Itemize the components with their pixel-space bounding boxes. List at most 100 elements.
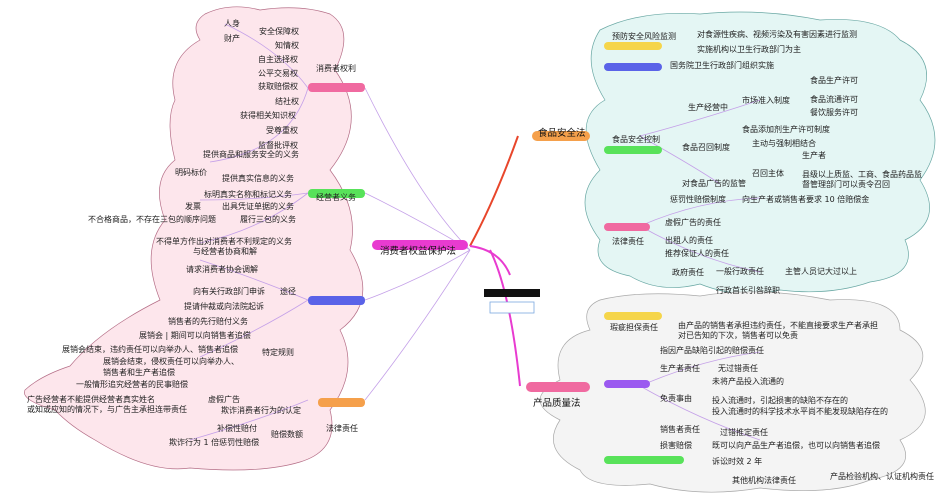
legal-general-admin: 一般行政责任	[716, 267, 764, 276]
pl-no-fault: 无过错责任	[718, 364, 758, 373]
recall-combined: 主动与强制相结合	[752, 139, 816, 148]
duty-unqualified: 不合格商品，不存在三包的顺序问题	[88, 215, 216, 224]
recall-subject: 召回主体	[752, 169, 784, 178]
guarantee-text: 由产品的销售者承担违约责任，不能直接要求生产者承担对已告知的下次，销售者可以免责	[678, 321, 878, 340]
rule-tort-continued: 销售者和生产者追偿	[103, 368, 175, 377]
legal-major-demerit: 主管人员记大过以上	[785, 267, 857, 276]
right-fair: 公平交易权	[258, 69, 298, 78]
pl-defect: 指因产品缺陷引起的赔偿责任	[660, 346, 764, 355]
duty-no-unfair-terms: 不得单方作出对消费者不利规定的义务	[156, 237, 292, 246]
dispute-mediate: 请求消费者协会调解	[186, 265, 258, 274]
pill-control[interactable]	[604, 146, 662, 154]
pill-root-left[interactable]	[372, 240, 468, 250]
pl-damages: 损害赔偿	[660, 441, 692, 450]
duty-three-guarantees: 履行三包的义务	[240, 215, 296, 224]
right-know: 知情权	[275, 41, 299, 50]
right-safety: 安全保障权	[259, 27, 299, 36]
pill-risk[interactable]	[604, 42, 662, 50]
pl-recourse: 既可以向产品生产者追偿，也可以向销售者追偿	[712, 441, 880, 450]
pill-guarantee[interactable]	[604, 312, 662, 320]
pill-root-right-top[interactable]	[532, 131, 590, 141]
right-supervise: 监督批评权	[258, 141, 298, 150]
rights-label: 消费者权利	[316, 64, 356, 73]
duty-price: 明码标价	[175, 168, 207, 177]
right-bottom-cloud-region	[539, 291, 926, 493]
right-top-cloud-region	[584, 11, 936, 295]
right-choice: 自主选择权	[258, 55, 298, 64]
rule-seller-first: 销售者的先行赔付义务	[168, 317, 248, 326]
risk-agency: 实施机构以卫生行政部门为主	[697, 45, 801, 54]
rule-fair-during: 展销会 | 期间可以向销售者追偿	[139, 331, 251, 340]
guarantee-label: 瑕疵担保责任	[610, 323, 658, 332]
duty-name: 标明真实名称和标记义务	[204, 190, 292, 199]
control-label: 食品安全控制	[612, 135, 660, 144]
pill-legal-right[interactable]	[604, 223, 650, 231]
legal-government: 政府责任	[672, 268, 704, 277]
pl-no-defect: 投入流通时，引起损害的缺陷不存在的	[712, 396, 848, 405]
liability-amount: 赔偿数额	[271, 430, 303, 439]
left-cloud-region	[24, 6, 364, 471]
duties-label: 经营者义务	[316, 193, 356, 202]
pl-tech-level: 投入流通时的科学技术水平尚不能发现缺陷存在的	[712, 407, 888, 416]
right-person: 人身	[224, 19, 240, 28]
left-root-label: 消费者权益保护法	[380, 246, 457, 257]
permit-production: 食品生产许可	[810, 76, 858, 85]
pl-exemption: 免责事由	[660, 394, 692, 403]
main-branches	[469, 135, 521, 387]
food-root-label: 食品安全法	[538, 128, 586, 139]
pill-consumer-rights[interactable]	[308, 83, 365, 92]
legal-punitive-system: 惩罚性赔偿制度	[670, 195, 726, 204]
limit-other-agencies: 其他机构法律责任	[732, 476, 796, 485]
center-node-frame	[489, 301, 535, 314]
control-recall: 食品召回制度	[682, 143, 730, 152]
legal-false-ad: 虚假广告的责任	[665, 218, 721, 227]
risk-monitor: 对食源性疾病、视频污染及有害因素进行监测	[697, 30, 857, 39]
pill-blue[interactable]	[604, 63, 662, 71]
right-property: 财产	[224, 34, 240, 43]
liability-compensatory: 补偿性赔付	[217, 424, 257, 433]
dispute-complain: 向有关行政部门申诉	[193, 287, 265, 296]
duty-info: 提供真实信息的义务	[222, 174, 294, 183]
right-knowledge: 获得相关知识权	[240, 111, 296, 120]
dispute-arbitration: 提请仲裁或向法院起诉	[184, 302, 264, 311]
blue-state-council: 国务院卫生行政部门组织实施	[670, 61, 774, 70]
legal-label: 法律责任	[612, 237, 644, 246]
duty-receipt: 出具凭证单据的义务	[222, 202, 294, 211]
duty-safety: 提供商品和服务安全的义务	[203, 150, 299, 159]
pill-product-liability[interactable]	[604, 380, 650, 388]
permit-distribution: 食品流通许可	[810, 95, 858, 104]
pill-dispute[interactable]	[308, 296, 365, 305]
pl-presumed-fault: 过错推定责任	[720, 428, 768, 437]
connector-lines	[189, 23, 761, 441]
control-ad: 对食品广告的监管	[682, 179, 746, 188]
liability-label: 法律责任	[326, 424, 358, 433]
rule-ad-joint: 或知或应知的情况下，与广告主承担连带责任	[27, 405, 187, 414]
center-node[interactable]	[484, 289, 540, 297]
right-respect: 受尊重权	[266, 126, 298, 135]
pl-not-circulated: 未将产品投入流通的	[712, 377, 784, 386]
pill-limitation[interactable]	[604, 456, 684, 464]
legal-lessor: 出租人的责任	[665, 236, 713, 245]
rule-fair-after-tort: 展销会结束，侵权责任可以向举办人、	[103, 357, 239, 366]
rule-ad-operator: 广告经营者不能提供经营者真实姓名	[27, 395, 155, 404]
rule-fair-after-contract: 展销会结束，违约责任可以向举办人、销售者追偿	[62, 345, 238, 354]
pill-operator-duties[interactable]	[308, 189, 365, 198]
recall-authority: 县级以上质监、工商、食品药品监督管理部门可以责令召回	[802, 170, 922, 189]
duty-invoice: 发票	[185, 202, 201, 211]
rule-false-ad: 虚假广告	[208, 395, 240, 404]
rule-general-compensation: 一般情形追究经营者的民事赔偿	[76, 380, 188, 389]
pl-producer: 生产者责任	[660, 364, 700, 373]
right-association: 结社权	[275, 97, 299, 106]
recall-producer: 生产者	[802, 151, 826, 160]
risk-label: 预防安全风险监测	[612, 32, 676, 41]
pill-root-right-bottom[interactable]	[526, 382, 590, 392]
limit-inspection: 产品检验机构、认证机构责任	[830, 472, 934, 481]
limit-two-years: 诉讼时效 2 年	[712, 457, 763, 466]
legal-guarantor: 推荐保证人的责任	[665, 249, 729, 258]
control-additive: 食品添加剂生产许可制度	[742, 125, 830, 134]
legal-ten-times: 向生产者或销售者要求 10 倍赔偿金	[742, 195, 870, 204]
product-root-label: 产品质量法	[533, 398, 581, 409]
control-access: 市场准入制度	[742, 96, 790, 105]
pill-liability-left[interactable]	[318, 398, 365, 407]
liability-punitive: 欺诈行为 1 倍惩罚性赔偿	[169, 438, 260, 447]
